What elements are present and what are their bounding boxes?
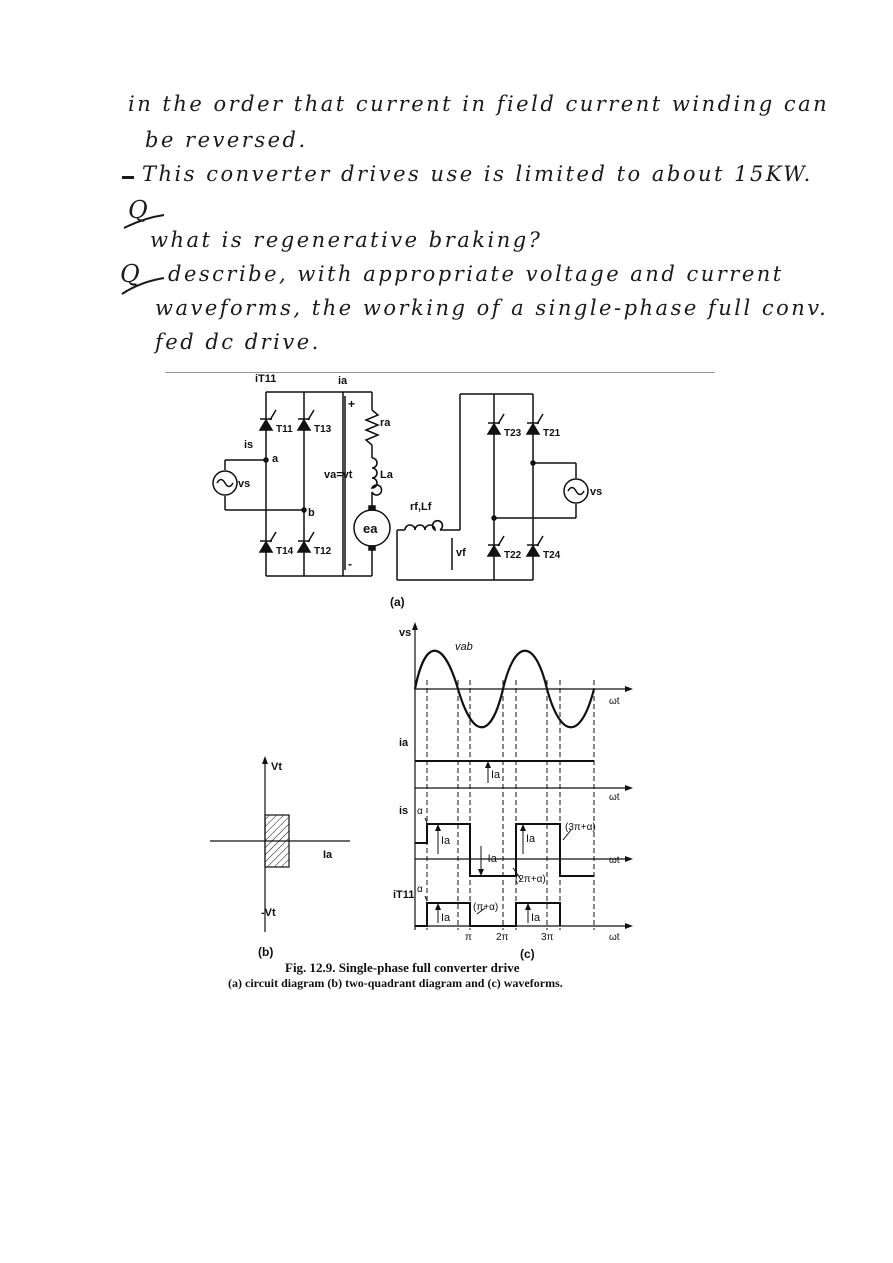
bullet-dash <box>122 176 134 179</box>
thyristor-T24: T24 <box>543 550 561 561</box>
label-Ia-axis: Ia <box>323 849 333 861</box>
label-minus: - <box>348 557 352 571</box>
annotation-3pi-alpha: (3π+α) <box>565 822 596 833</box>
thyristor-T21: T21 <box>543 428 561 439</box>
question-2-line-3: fed dc drive. <box>155 330 321 354</box>
label-alpha-iT11: α <box>417 884 423 895</box>
note-line-3: This converter drives use is limited to … <box>142 162 813 186</box>
label-Ia-1: Ia <box>491 769 501 781</box>
label-Ia-2: Ia <box>441 835 451 847</box>
label-wt-1: ωt <box>609 696 620 707</box>
question-2-underline <box>121 277 165 295</box>
label-iT11-wave: iT11 <box>393 889 414 901</box>
annotation-pi-alpha: (π+α) <box>473 902 498 913</box>
label-wt-2: ωt <box>609 792 620 803</box>
label-va-vt: va=vt <box>324 469 353 481</box>
separator-line <box>165 372 715 373</box>
label-ia-wave: ia <box>399 737 409 749</box>
label-neg-Vt: -Vt <box>261 907 276 919</box>
node-b: b <box>308 507 315 519</box>
figure-caption-title: Fig. 12.9. Single-phase full converter d… <box>285 960 520 975</box>
label-wt-3: ωt <box>609 855 620 866</box>
note-line-1: in the order that current in field curre… <box>128 92 830 116</box>
quadrant-caption-b: (b) <box>258 945 273 959</box>
thyristor-T12: T12 <box>314 546 332 557</box>
thyristor-T23: T23 <box>504 428 522 439</box>
label-vs: vs <box>399 627 411 639</box>
label-neg-Ia: -Ia <box>484 853 498 865</box>
note-line-2: be reversed. <box>145 128 308 152</box>
question-1-underline <box>123 214 165 229</box>
label-is-wave: is <box>399 805 408 817</box>
question-2-line-2: waveforms, the working of a single-phase… <box>155 296 829 320</box>
label-Ia-4: Ia <box>441 912 451 924</box>
label-Ia-3: Ia <box>526 833 536 845</box>
label-ea: ea <box>363 521 378 536</box>
tick-pi: π <box>465 932 472 943</box>
thyristor-T13: T13 <box>314 424 332 435</box>
annotation-2pi-alpha: (2π+α) <box>515 874 546 885</box>
tick-3pi: 3π <box>541 932 554 943</box>
question-2-marker: Q <box>120 260 143 288</box>
label-ia: ia <box>338 375 348 387</box>
waveforms-caption-c: (c) <box>520 947 535 961</box>
tick-2pi: 2π <box>496 932 509 943</box>
circuit-diagram: iT11 ia is T11 T13 T14 T12 T23 T21 T22 T… <box>212 373 602 609</box>
question-2-line-1: describe, with appropriate voltage and c… <box>168 262 784 286</box>
label-Vt: Vt <box>271 761 282 773</box>
label-ra: ra <box>380 417 391 429</box>
label-vf: vf <box>456 547 466 559</box>
thyristor-T22: T22 <box>504 550 522 561</box>
thyristor-T14: T14 <box>276 546 294 557</box>
figure-caption-subtitle: (a) circuit diagram (b) two-quadrant dia… <box>228 976 563 990</box>
thyristor-T11: T11 <box>276 424 293 435</box>
waveforms-diagram: vs vab ωt ia Ia ωt is α Ia -Ia Ia (3π+α)… <box>393 622 633 961</box>
label-vab: vab <box>455 641 473 653</box>
question-1-marker: Q <box>128 196 151 224</box>
label-vs-right: vs <box>590 486 602 498</box>
circuit-caption-a: (a) <box>390 595 405 609</box>
label-plus: + <box>348 397 355 411</box>
label-La: La <box>380 469 394 481</box>
label-Ia-5: Ia <box>531 912 541 924</box>
label-iT11: iT11 <box>255 373 276 385</box>
question-1-text: what is regenerative braking? <box>150 228 543 252</box>
label-rf-Lf: rf,Lf <box>410 501 432 513</box>
two-quadrant-diagram: Vt -Vt Ia (b) <box>210 756 350 959</box>
label-is: is <box>244 439 253 451</box>
label-alpha-is: α <box>417 806 423 817</box>
node-a: a <box>272 453 279 465</box>
label-vs-left: vs <box>238 478 250 490</box>
label-wt-4: ωt <box>609 932 620 943</box>
